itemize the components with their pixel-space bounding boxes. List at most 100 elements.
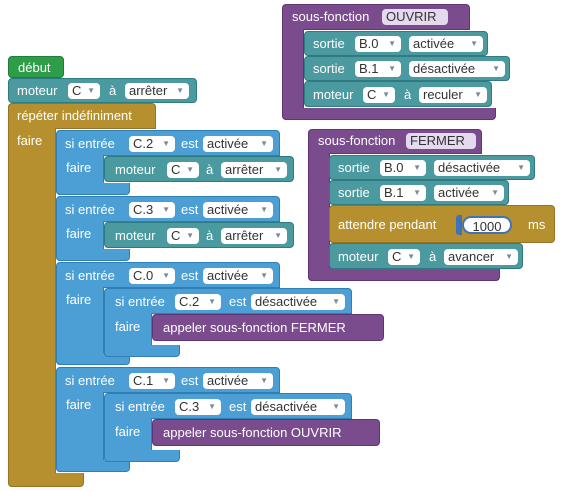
state-dropdown[interactable]: activée▼ — [409, 36, 483, 52]
input-dropdown[interactable]: C.3▼ — [129, 202, 175, 218]
wait-label: attendre pendant — [338, 217, 437, 232]
triangle-down-icon: ▼ — [87, 86, 95, 95]
output-label: sortie — [338, 185, 370, 200]
action-dropdown[interactable]: reculer▼ — [419, 87, 487, 103]
action-dropdown[interactable]: arrêter▼ — [221, 162, 287, 178]
triangle-down-icon: ▼ — [260, 139, 268, 148]
state-dropdown[interactable]: activée▼ — [203, 373, 273, 389]
subfunction-name-field[interactable]: OUVRIR — [382, 9, 448, 25]
port-dropdown[interactable]: B.1▼ — [380, 185, 426, 201]
motor-block-ouvrir[interactable]: moteur C▼ à reculer▼ — [304, 81, 492, 107]
triangle-down-icon: ▼ — [162, 139, 170, 148]
if-block-4-header[interactable]: si entrée C.1▼ est activée▼ — [56, 367, 280, 393]
if-block-3-header[interactable]: si entrée C.0▼ est activée▼ — [56, 262, 280, 288]
repeat-forever-header[interactable]: répéter indéfiniment — [8, 103, 156, 129]
output-label: sortie — [313, 61, 345, 76]
nested-if-block-3-header[interactable]: si entrée C.2▼ est désactivée▼ — [104, 288, 352, 314]
motor-block-fermer[interactable]: moteur C▼ à avancer▼ — [329, 243, 523, 269]
if-block-3-body: faire — [56, 287, 104, 365]
state-dropdown[interactable]: activée▼ — [434, 185, 504, 201]
action-dropdown[interactable]: arrêter▼ — [125, 83, 189, 99]
is-label: est — [181, 373, 199, 388]
output-block-b0[interactable]: sortie B.0▼ activée▼ — [304, 31, 488, 56]
if-block-1-header[interactable]: si entrée C.2▼ est activée▼ — [56, 130, 280, 156]
is-label: est — [181, 136, 199, 151]
motor-block-2[interactable]: moteur C▼ à arrêter▼ — [104, 222, 294, 248]
port-dropdown[interactable]: B.0▼ — [355, 36, 401, 52]
subfunction-fermer-footer — [308, 268, 500, 281]
input-dropdown[interactable]: C.2▼ — [175, 294, 221, 310]
wait-unit-label: ms — [528, 217, 546, 232]
action-dropdown[interactable]: arrêter▼ — [221, 228, 287, 244]
subfunction-label: sous-fonction — [318, 133, 396, 148]
if-block-2-footer — [56, 249, 130, 261]
subfunction-fermer-header[interactable]: sous-fonction FERMER — [308, 129, 482, 154]
motor-dropdown[interactable]: C▼ — [167, 228, 199, 244]
output-block-b1[interactable]: sortie B.1▼ activée▼ — [329, 180, 509, 205]
state-dropdown[interactable]: désactivée▼ — [251, 399, 345, 415]
triangle-down-icon: ▼ — [260, 271, 268, 280]
triangle-down-icon: ▼ — [208, 402, 216, 411]
input-dropdown[interactable]: C.0▼ — [129, 268, 175, 284]
input-dropdown[interactable]: C.2▼ — [129, 136, 175, 152]
number-socket — [456, 215, 462, 235]
state-dropdown[interactable]: activée▼ — [203, 136, 273, 152]
output-block-b1[interactable]: sortie B.1▼ désactivée▼ — [304, 56, 510, 81]
subfunction-name-field[interactable]: FERMER — [406, 133, 476, 149]
port-dropdown[interactable]: B.1▼ — [355, 61, 401, 77]
call-function-label: appeler sous-fonction OUVRIR — [163, 425, 342, 440]
triangle-down-icon: ▼ — [407, 252, 415, 261]
triangle-down-icon: ▼ — [332, 297, 340, 306]
wait-duration-input[interactable]: 1000 — [462, 216, 512, 234]
triangle-down-icon: ▼ — [274, 165, 282, 174]
state-dropdown[interactable]: désactivée▼ — [251, 294, 345, 310]
input-dropdown[interactable]: C.1▼ — [129, 373, 175, 389]
motor-dropdown[interactable]: C▼ — [363, 87, 395, 103]
a-label: à — [206, 162, 214, 177]
triangle-down-icon: ▼ — [382, 90, 390, 99]
do-label: faire — [66, 226, 92, 241]
motor-label: moteur — [115, 162, 156, 177]
call-function-ouvrir[interactable]: appeler sous-fonction OUVRIR — [152, 419, 380, 446]
motor-block-init[interactable]: moteur C▼ à arrêter▼ — [8, 78, 197, 103]
call-function-label: appeler sous-fonction FERMER — [163, 320, 346, 335]
state-dropdown[interactable]: activée▼ — [203, 268, 273, 284]
input-dropdown[interactable]: C.3▼ — [175, 399, 221, 415]
subfunction-label: sous-fonction — [292, 9, 370, 24]
action-dropdown[interactable]: avancer▼ — [444, 249, 518, 265]
nested-if-block-4-header[interactable]: si entrée C.3▼ est désactivée▼ — [104, 393, 352, 419]
motor-dropdown[interactable]: C▼ — [388, 249, 420, 265]
triangle-down-icon: ▼ — [505, 252, 513, 261]
state-dropdown[interactable]: désactivée▼ — [434, 160, 530, 176]
triangle-down-icon: ▼ — [491, 188, 499, 197]
port-dropdown[interactable]: B.0▼ — [380, 160, 426, 176]
triangle-down-icon: ▼ — [474, 90, 482, 99]
output-block-b0[interactable]: sortie B.0▼ désactivée▼ — [329, 155, 535, 180]
repeat-forever-footer — [8, 473, 84, 487]
triangle-down-icon: ▼ — [186, 165, 194, 174]
do-label: faire — [115, 424, 141, 439]
do-label: faire — [66, 397, 92, 412]
if-block-4-footer — [56, 460, 130, 472]
motor-dropdown[interactable]: C▼ — [68, 83, 100, 99]
output-label: sortie — [313, 36, 345, 51]
triangle-down-icon: ▼ — [176, 86, 184, 95]
triangle-down-icon: ▼ — [208, 297, 216, 306]
if-block-2-header[interactable]: si entrée C.3▼ est activée▼ — [56, 196, 280, 222]
triangle-down-icon: ▼ — [492, 64, 500, 73]
a-label: à — [109, 83, 117, 98]
motor-block-1[interactable]: moteur C▼ à arrêter▼ — [104, 156, 294, 182]
motor-label: moteur — [313, 87, 354, 102]
repeat-forever-body[interactable]: faire — [8, 128, 56, 487]
state-dropdown[interactable]: activée▼ — [203, 202, 273, 218]
if-block-1-footer — [56, 183, 130, 195]
state-dropdown[interactable]: désactivée▼ — [409, 61, 505, 77]
subfunction-ouvrir-header[interactable]: sous-fonction OUVRIR — [282, 4, 470, 30]
start-block[interactable]: début — [8, 56, 64, 78]
motor-dropdown[interactable]: C▼ — [167, 162, 199, 178]
wait-block[interactable]: attendre pendant 1000 ms — [329, 205, 555, 243]
triangle-down-icon: ▼ — [186, 231, 194, 240]
triangle-down-icon: ▼ — [332, 402, 340, 411]
call-function-fermer[interactable]: appeler sous-fonction FERMER — [152, 314, 384, 341]
if-input-label: si entrée — [65, 136, 115, 151]
